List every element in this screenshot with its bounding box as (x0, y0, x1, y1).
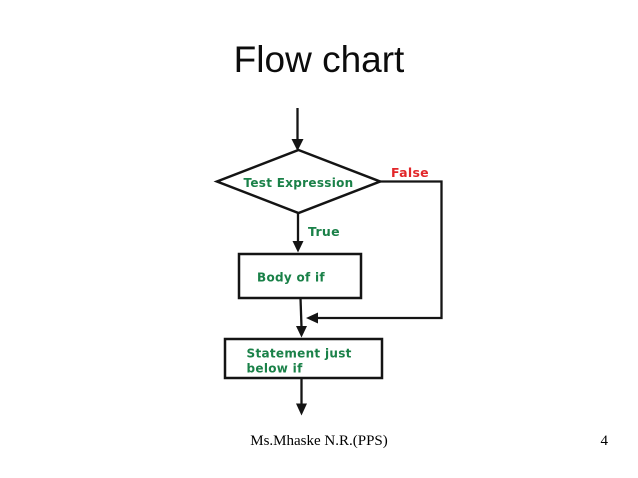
body-of-if-box (237, 252, 363, 300)
slide-page-number: 4 (600, 433, 609, 449)
body-to-statement-line (299, 297, 303, 328)
exit-arrowhead-icon (296, 403, 307, 416)
decision-label: Test Expression (243, 176, 353, 190)
false-return-arrowhead-icon (306, 312, 318, 324)
false-branch-line (317, 180, 443, 320)
statement-box (223, 337, 384, 380)
true-branch-arrowhead-icon (292, 241, 304, 253)
body-of-if-label: Body of if (257, 271, 325, 285)
entry-arrowhead-icon (291, 139, 304, 151)
statement-label-line1: Statement just (247, 347, 352, 361)
statement-label-line2: below if (247, 362, 304, 376)
slide-footer: Ms.Mhaske N.R.(PPS) (250, 433, 388, 449)
true-branch-label: True (308, 224, 340, 239)
page-title: Flow chart (233, 39, 405, 80)
statement-arrowhead-icon (296, 326, 307, 338)
false-branch-label: False (391, 165, 429, 180)
